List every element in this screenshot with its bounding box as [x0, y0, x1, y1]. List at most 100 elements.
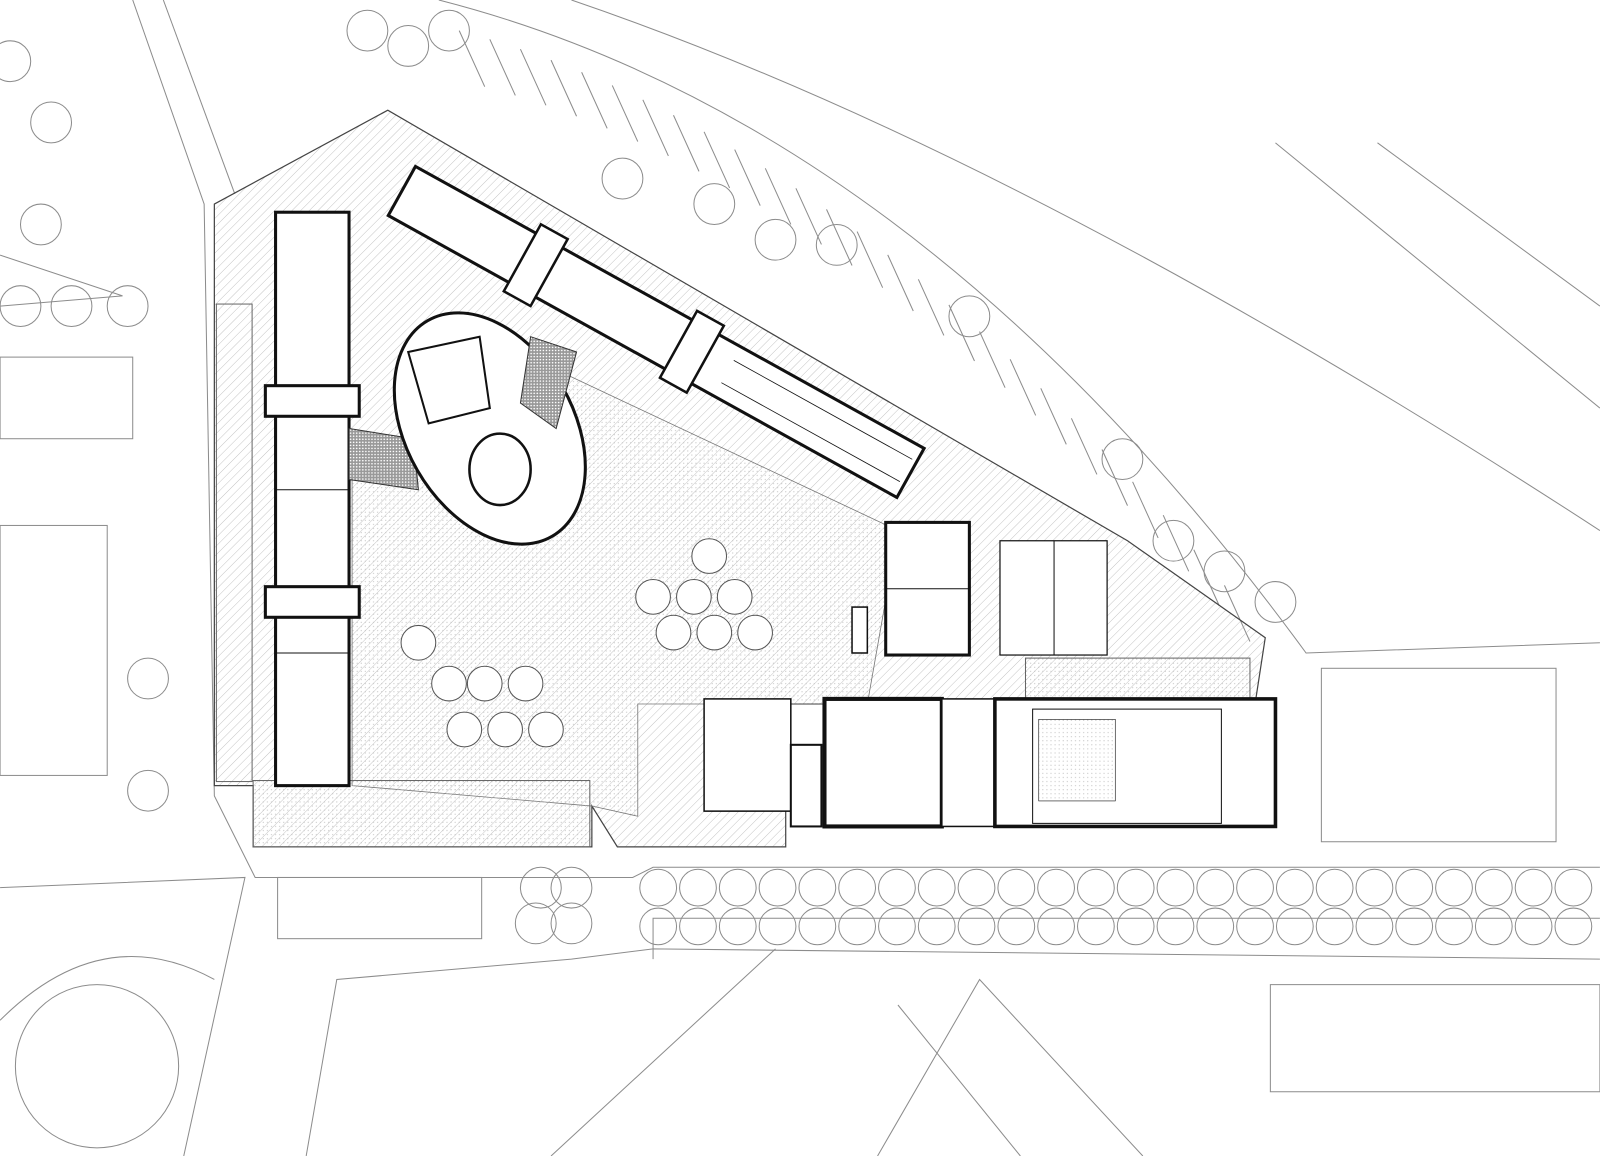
row-house-wall: [1162, 514, 1190, 572]
street-tree: [917, 907, 956, 946]
street-tree: [718, 907, 757, 946]
street-tree: [1554, 868, 1593, 907]
row-house-wall: [734, 149, 761, 206]
garden-tree: [446, 711, 483, 748]
tree: [0, 40, 32, 83]
street-tree: [639, 907, 678, 946]
tree: [514, 902, 557, 945]
street-tree: [1275, 907, 1314, 946]
street-tree: [1116, 868, 1155, 907]
row-house-wall: [1009, 359, 1037, 416]
tree: [19, 203, 62, 246]
row-house-wall: [1132, 481, 1159, 539]
street-tree: [997, 868, 1036, 907]
tree: [519, 866, 562, 909]
row-house-wall: [642, 99, 669, 157]
tree: [1101, 438, 1144, 481]
row-house-wall: [887, 254, 914, 312]
row-house-wall: [795, 188, 822, 245]
row-house-wall: [917, 279, 945, 336]
street-tree: [1196, 868, 1235, 907]
garden-tree: [655, 614, 692, 651]
street-tree: [878, 868, 916, 907]
tree: [127, 657, 169, 700]
tree: [1254, 581, 1297, 623]
tree: [1203, 550, 1246, 593]
row-house-wall: [519, 48, 547, 106]
street-tree: [1116, 907, 1155, 946]
trees: [0, 9, 1593, 946]
street-tree: [878, 907, 916, 946]
tree: [30, 101, 73, 144]
tree: [50, 285, 93, 328]
street-tree: [997, 907, 1036, 946]
street-tree: [957, 907, 996, 946]
west-strip: [215, 303, 253, 783]
south-paving: [252, 780, 591, 848]
street-tree: [1474, 907, 1513, 946]
tree: [550, 902, 593, 945]
tree: [601, 157, 644, 200]
street-tree: [1514, 907, 1553, 946]
tree: [693, 183, 736, 225]
street-tree: [1315, 907, 1354, 946]
street-tree: [1275, 868, 1314, 907]
tree: [127, 769, 169, 812]
garden-tree: [635, 579, 671, 615]
south-buildings: [703, 696, 1278, 829]
garden-tree: [466, 665, 503, 702]
tree: [0, 285, 42, 328]
garden-tree: [737, 614, 773, 651]
street-tree: [679, 907, 717, 946]
street-tree: [1037, 868, 1075, 907]
street-tree: [838, 907, 877, 946]
street-tree: [1474, 868, 1513, 907]
row-house-wall: [703, 131, 731, 189]
row-house-wall: [826, 209, 853, 266]
tree: [550, 866, 593, 909]
street-tree: [1554, 907, 1593, 946]
street-tree: [639, 868, 678, 907]
garden-trees: [400, 538, 773, 748]
street-tree: [838, 868, 877, 907]
row-house-wall: [1193, 549, 1220, 607]
row-house-wall: [489, 39, 516, 96]
street-tree: [1156, 868, 1195, 907]
street-tree: [1435, 907, 1473, 946]
garden-tree: [696, 614, 733, 651]
garden-tree: [676, 579, 712, 615]
row-house-wall: [458, 30, 486, 87]
garden-tree: [431, 665, 467, 702]
street-tree: [758, 868, 797, 907]
east-buildings: [851, 520, 1108, 657]
row-house-wall: [1101, 449, 1128, 506]
street-tree: [718, 868, 757, 907]
street-tree: [1355, 907, 1394, 946]
row-house-wall: [673, 115, 700, 172]
tree: [428, 9, 470, 52]
garden-tree: [716, 579, 753, 615]
garden-tree: [528, 711, 564, 748]
street-tree: [1196, 907, 1235, 946]
street-tree: [1236, 868, 1274, 907]
row-house-wall: [764, 168, 792, 225]
street-tree: [1156, 907, 1195, 946]
garden-tree: [400, 624, 437, 661]
street-tree: [1395, 907, 1434, 946]
row-house-wall: [856, 231, 884, 288]
tree: [948, 295, 991, 338]
street-tree: [798, 868, 837, 907]
tree: [106, 285, 149, 328]
row-house-wall: [581, 72, 608, 129]
street-tree: [1514, 868, 1553, 907]
row-house-wall: [948, 304, 975, 362]
street-tree: [917, 868, 956, 907]
tree: [754, 218, 797, 261]
garden-tree: [691, 538, 728, 574]
tree: [815, 223, 858, 266]
street-tree: [1355, 868, 1394, 907]
row-house-wall: [1070, 418, 1098, 475]
bridge: [348, 427, 419, 491]
